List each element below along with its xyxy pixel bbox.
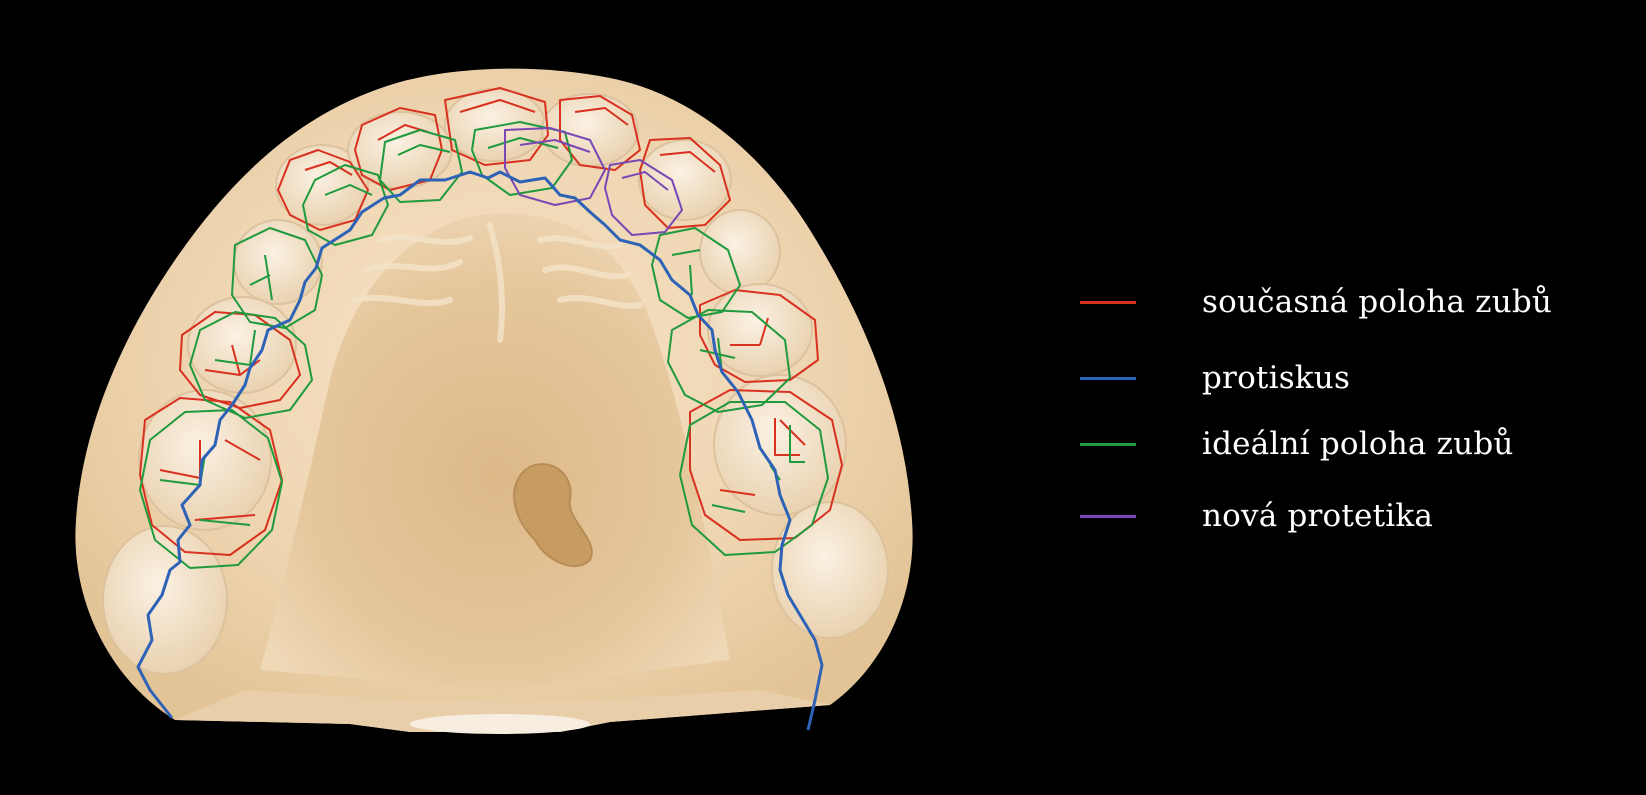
bite-line [136,170,824,731]
legend-swatch-green [1080,443,1136,446]
legend-swatch-blue [1080,377,1136,380]
legend-swatch-purple [1080,515,1136,518]
legend-item-bite: protiskus [1080,356,1600,400]
cast-base-edge [175,690,830,732]
plaster-cast [75,68,913,734]
legend-swatch-red [1080,301,1136,304]
legend-label: protiskus [1202,360,1351,396]
legend-item-current-position: současná poloha zubů [1080,280,1600,324]
legend-label: současná poloha zubů [1202,284,1553,320]
legend-label: ideální poloha zubů [1202,426,1514,462]
legend-item-ideal-position: ideální poloha zubů [1080,422,1600,466]
cast-defect [513,463,593,567]
legend-item-new-prosthetics: nová protetika [1080,494,1600,538]
cast-base-pad [410,714,590,734]
new-prosthetics-outlines [504,127,683,236]
palate [260,213,730,691]
current-position-outlines [139,87,843,556]
palatal-rugae [352,222,643,343]
legend-label: nová protetika [1202,498,1434,534]
